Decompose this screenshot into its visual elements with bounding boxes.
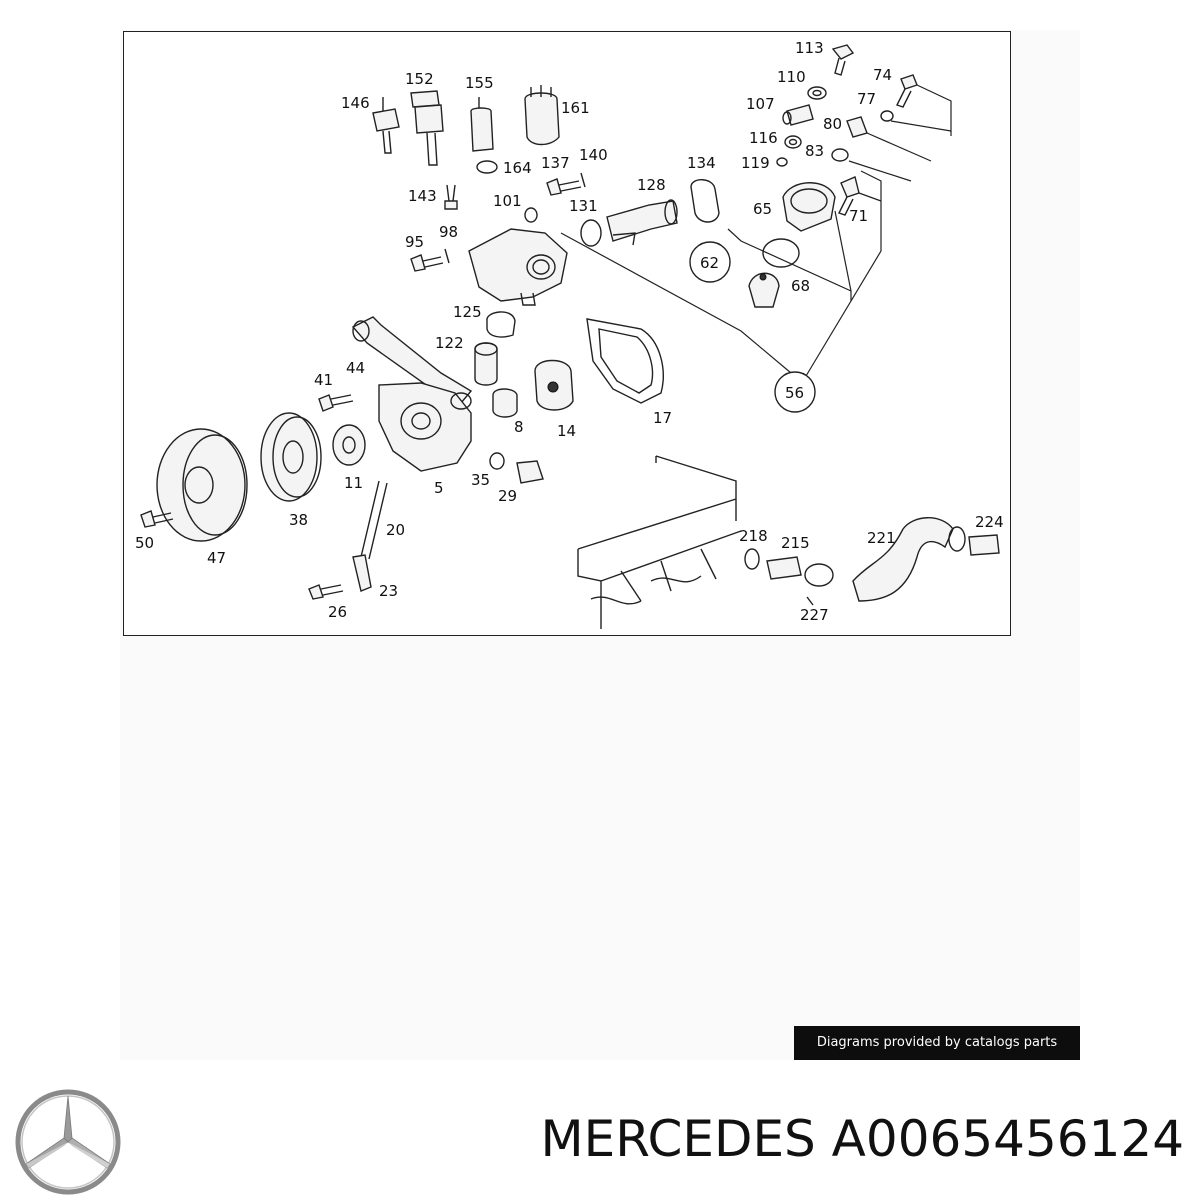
callout-circles (689, 241, 816, 413)
label-113: 113 (795, 39, 824, 57)
engine-block-drawing (577, 455, 742, 629)
label-56: 56 (785, 384, 804, 402)
label-164: 164 (503, 159, 532, 177)
label-44: 44 (346, 359, 365, 377)
label-5: 5 (434, 479, 444, 497)
label-140: 140 (579, 146, 608, 164)
label-41: 41 (314, 371, 333, 389)
label-23: 23 (379, 582, 398, 600)
label-98: 98 (439, 223, 458, 241)
label-122: 122 (435, 334, 464, 352)
label-20: 20 (386, 521, 405, 539)
label-227: 227 (800, 606, 829, 624)
label-11: 11 (344, 474, 363, 492)
label-83: 83 (805, 142, 824, 160)
page-title: MERCEDES A0065456124 (540, 1110, 1184, 1168)
label-38: 38 (289, 511, 308, 529)
label-110: 110 (777, 68, 806, 86)
label-161: 161 (561, 99, 590, 117)
part-labels: 113 74 110 77 107 80 116 83 119 65 71 62… (135, 39, 1004, 624)
label-221: 221 (867, 529, 896, 547)
temperature-sensors-drawing (372, 85, 720, 247)
label-77: 77 (857, 90, 876, 108)
thermostat-housing-drawing (410, 228, 792, 386)
label-143: 143 (408, 187, 437, 205)
label-35: 35 (471, 471, 490, 489)
mercedes-star-icon (15, 1089, 121, 1195)
label-29: 29 (498, 487, 517, 505)
label-65: 65 (753, 200, 772, 218)
label-68: 68 (791, 277, 810, 295)
exploded-view: 113 74 110 77 107 80 116 83 119 65 71 62… (135, 39, 1004, 629)
diagram-credit-banner: Diagrams provided by catalogs parts (794, 1026, 1080, 1060)
label-26: 26 (328, 603, 347, 621)
label-152: 152 (405, 70, 434, 88)
label-134: 134 (687, 154, 716, 172)
water-pump-drawing (140, 316, 664, 600)
label-131: 131 (569, 197, 598, 215)
label-62: 62 (700, 254, 719, 272)
label-218: 218 (739, 527, 768, 545)
coolant-hose-drawing (744, 517, 1000, 606)
label-8: 8 (514, 418, 524, 436)
label-71: 71 (849, 207, 868, 225)
label-128: 128 (637, 176, 666, 194)
label-50: 50 (135, 534, 154, 552)
label-125: 125 (453, 303, 482, 321)
label-119: 119 (741, 154, 770, 172)
label-80: 80 (823, 115, 842, 133)
label-215: 215 (781, 534, 810, 552)
label-95: 95 (405, 233, 424, 251)
label-17: 17 (653, 409, 672, 427)
label-137: 137 (541, 154, 570, 172)
label-107: 107 (746, 95, 775, 113)
label-47: 47 (207, 549, 226, 567)
label-146: 146 (341, 94, 370, 112)
sensor-fittings-drawing (727, 44, 952, 377)
parts-diagram: 113 74 110 77 107 80 116 83 119 65 71 62… (123, 31, 1011, 636)
label-14: 14 (557, 422, 576, 440)
label-224: 224 (975, 513, 1004, 531)
label-155: 155 (465, 74, 494, 92)
label-116: 116 (749, 129, 778, 147)
label-74: 74 (873, 66, 892, 84)
label-101: 101 (493, 192, 522, 210)
